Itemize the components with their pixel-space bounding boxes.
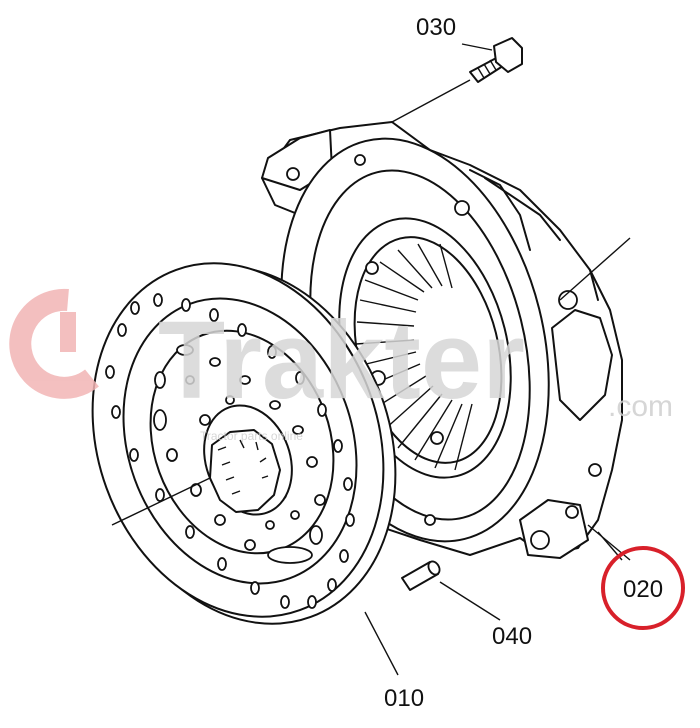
- watermark-tagline: Tractor parts online: [200, 429, 303, 443]
- bolt-part-030: [391, 37, 523, 123]
- watermark-domain: .com: [608, 390, 673, 423]
- watermark: Trakter .com Tractor parts online: [9, 288, 673, 443]
- hub-splines: [217, 439, 269, 495]
- part-label-030[interactable]: 030: [416, 14, 456, 41]
- clutch-disc: [91, 262, 397, 625]
- watermark-logo-icon: [9, 288, 99, 399]
- watermark-brand: Trakter: [158, 299, 525, 422]
- outer-rivet-ring: [105, 293, 355, 609]
- pin-part-040: [401, 560, 501, 621]
- part-label-010[interactable]: 010: [384, 685, 424, 712]
- part-label-020[interactable]: 020: [623, 576, 663, 603]
- highlight-circle: [601, 546, 685, 630]
- leader-010: [364, 611, 399, 676]
- part-label-040[interactable]: 040: [492, 623, 532, 650]
